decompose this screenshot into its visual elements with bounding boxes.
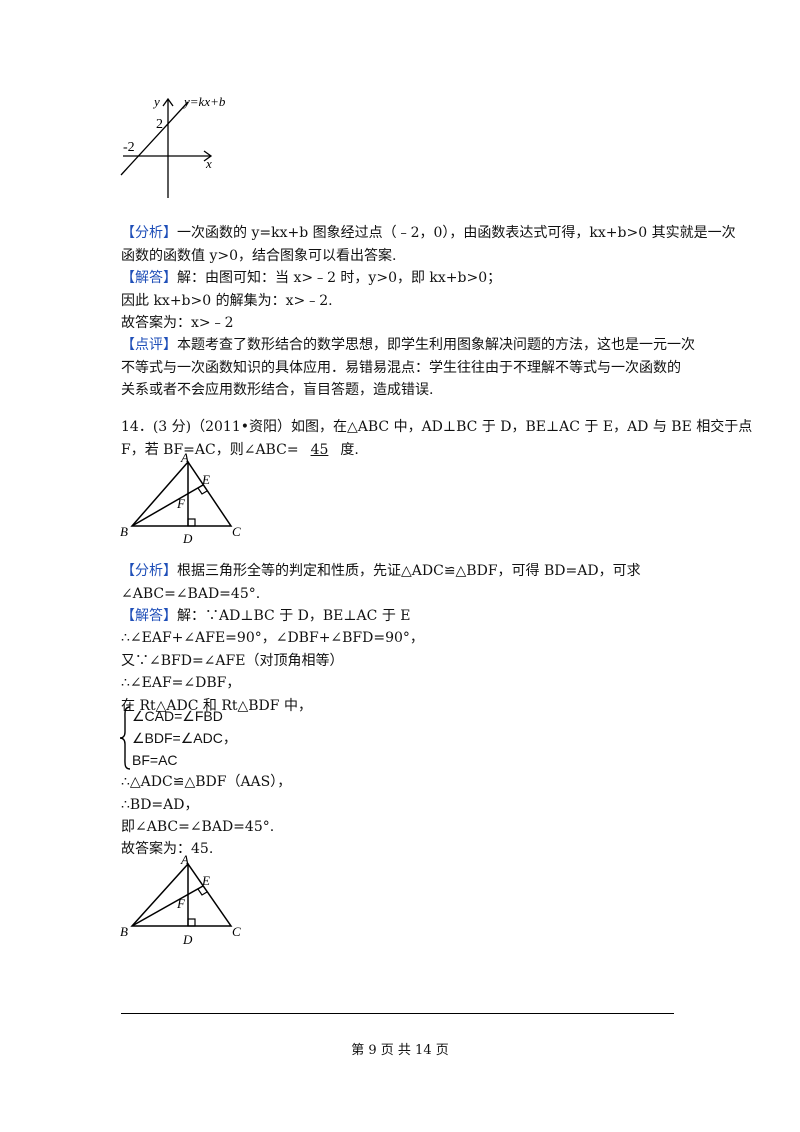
q14-solution-line-1: 【解答】解：∵AD⊥BC 于 D，BE⊥AC 于 E bbox=[121, 606, 411, 626]
vertex-b-label: B bbox=[120, 524, 128, 539]
system-line-2: ∠BDF=∠ADC， bbox=[132, 730, 237, 746]
q14-analysis-text: 根据三角形全等的判定和性质，先证△ADC≌△BDF，可得 BD=AD，可求 bbox=[177, 563, 641, 579]
vertex-f-label: F bbox=[176, 496, 186, 511]
system-line-1: ∠CAD=∠FBD bbox=[132, 708, 223, 724]
altitude-be bbox=[131, 484, 204, 527]
triangle-diagram-2: A E F B D C bbox=[120, 852, 241, 947]
vertex-a-label: A bbox=[180, 852, 189, 867]
footer-rule bbox=[121, 1013, 674, 1014]
q13-comment-line-1: 【点评】本题考查了数形结合的数学思想，即学生利用图象解决问题的方法，这也是一元一… bbox=[121, 335, 695, 355]
q14-stem-line-1: 14．(3 分)（2011•资阳）如图，在△ABC 中，AD⊥BC 于 D，BE… bbox=[121, 419, 753, 435]
right-angle-d bbox=[187, 918, 196, 927]
q13-solution-line-2: 因此 kx+b>0 的解集为：x>﹣2. bbox=[121, 293, 333, 309]
q14-analysis-line-2: ∠ABC=∠BAD=45°. bbox=[121, 586, 261, 602]
function-line bbox=[120, 101, 189, 176]
q14-stem-line-2: F，若 BF=AC，则∠ABC= 45 度. bbox=[121, 440, 359, 460]
triangle-diagram-1: A E F B D C bbox=[120, 450, 241, 546]
altitude-be bbox=[131, 885, 204, 927]
q14-answer-line: 故答案为：45. bbox=[121, 841, 214, 857]
q14-solution-line-7: ∴BD=AD， bbox=[121, 797, 199, 813]
solution-tag: 【解答】 bbox=[121, 270, 177, 286]
y-axis-arrow bbox=[162, 97, 174, 107]
function-label: y=kx+b bbox=[182, 94, 226, 109]
vertex-e-label: E bbox=[201, 472, 210, 487]
q14-solution-line-2: ∴∠EAF+∠AFE=90°，∠DBF+∠BFD=90°， bbox=[121, 630, 424, 646]
x-intercept-label: -2 bbox=[123, 140, 135, 155]
q13-comment-line-2: 不等式与一次函数知识的具体应用．易错易混点：学生往往由于不理解不等式与一次函数的 bbox=[121, 360, 681, 376]
solution-tag: 【解答】 bbox=[121, 608, 177, 624]
system-line-3: BF=AC bbox=[132, 752, 178, 768]
right-angle-d bbox=[187, 518, 196, 527]
x-axis-arrow bbox=[203, 150, 213, 162]
right-angle-e bbox=[197, 888, 208, 896]
q14-stem-text: F，若 BF=AC，则∠ABC= bbox=[121, 442, 299, 458]
q14-analysis-line-1: 【分析】根据三角形全等的判定和性质，先证△ADC≌△BDF，可得 BD=AD，可… bbox=[121, 561, 641, 581]
vertex-f-label: F bbox=[176, 896, 186, 911]
linear-function-graph: y y=kx+b 2 -2 x bbox=[120, 94, 226, 198]
q13-comment-line-3: 关系或者不会应用数形结合，盲目答题，造成错误. bbox=[121, 382, 434, 398]
page-footer: 第 9 页 共 14 页 bbox=[351, 1043, 449, 1058]
triangle-abc bbox=[130, 862, 233, 927]
vertex-b-label: B bbox=[120, 924, 128, 939]
triangle-abc bbox=[130, 460, 233, 527]
q13-analysis-line-2: 函数的函数值 y>0，结合图象可以看出答案. bbox=[121, 248, 397, 264]
vertex-d-label: D bbox=[182, 932, 193, 947]
q14-solution-line-8: 即∠ABC=∠BAD=45°. bbox=[121, 819, 275, 835]
q14-solution-line-5: 在 Rt△ADC 和 Rt△BDF 中， bbox=[121, 698, 312, 714]
q13-analysis-text: 一次函数的 y=kx+b 图象经过点（﹣2，0），由函数表达式可得，kx+b>0… bbox=[177, 225, 736, 241]
vertex-e-label: E bbox=[201, 873, 210, 888]
q13-analysis-line-1: 【分析】一次函数的 y=kx+b 图象经过点（﹣2，0），由函数表达式可得，kx… bbox=[121, 223, 736, 243]
y-intercept-label: 2 bbox=[156, 117, 163, 132]
q13-solution-text: 解：由图可知：当 x>﹣2 时，y>0，即 kx+b>0； bbox=[177, 270, 502, 286]
comment-tag: 【点评】 bbox=[121, 337, 177, 353]
right-angle-e bbox=[197, 487, 208, 495]
vertex-c-label: C bbox=[232, 524, 241, 539]
x-axis-label: x bbox=[205, 156, 212, 171]
q14-solution-line-4: ∴∠EAF=∠DBF， bbox=[121, 675, 241, 691]
analysis-tag: 【分析】 bbox=[121, 563, 177, 579]
q14-solution-line-6: ∴△ADC≌△BDF（AAS）， bbox=[121, 774, 292, 790]
q14-solution-text: 解：∵AD⊥BC 于 D，BE⊥AC 于 E bbox=[177, 608, 411, 624]
q14-solution-line-3: 又∵∠BFD=∠AFE（对顶角相等） bbox=[121, 653, 344, 669]
vertex-a-label: A bbox=[180, 450, 189, 465]
q13-answer-line: 故答案为：x>﹣2 bbox=[121, 315, 234, 331]
analysis-tag: 【分析】 bbox=[121, 225, 177, 241]
vertex-d-label: D bbox=[182, 531, 193, 546]
y-axis-label: y bbox=[152, 94, 160, 109]
q13-solution-line-1: 【解答】解：由图可知：当 x>﹣2 时，y>0，即 kx+b>0； bbox=[121, 268, 501, 288]
q13-comment-text: 本题考查了数形结合的数学思想，即学生利用图象解决问题的方法，这也是一元一次 bbox=[177, 337, 695, 353]
q14-stem-end: 度. bbox=[340, 442, 359, 458]
system-brace bbox=[119, 706, 131, 770]
q14-answer-blank: 45 bbox=[310, 442, 329, 458]
vertex-c-label: C bbox=[232, 924, 241, 939]
